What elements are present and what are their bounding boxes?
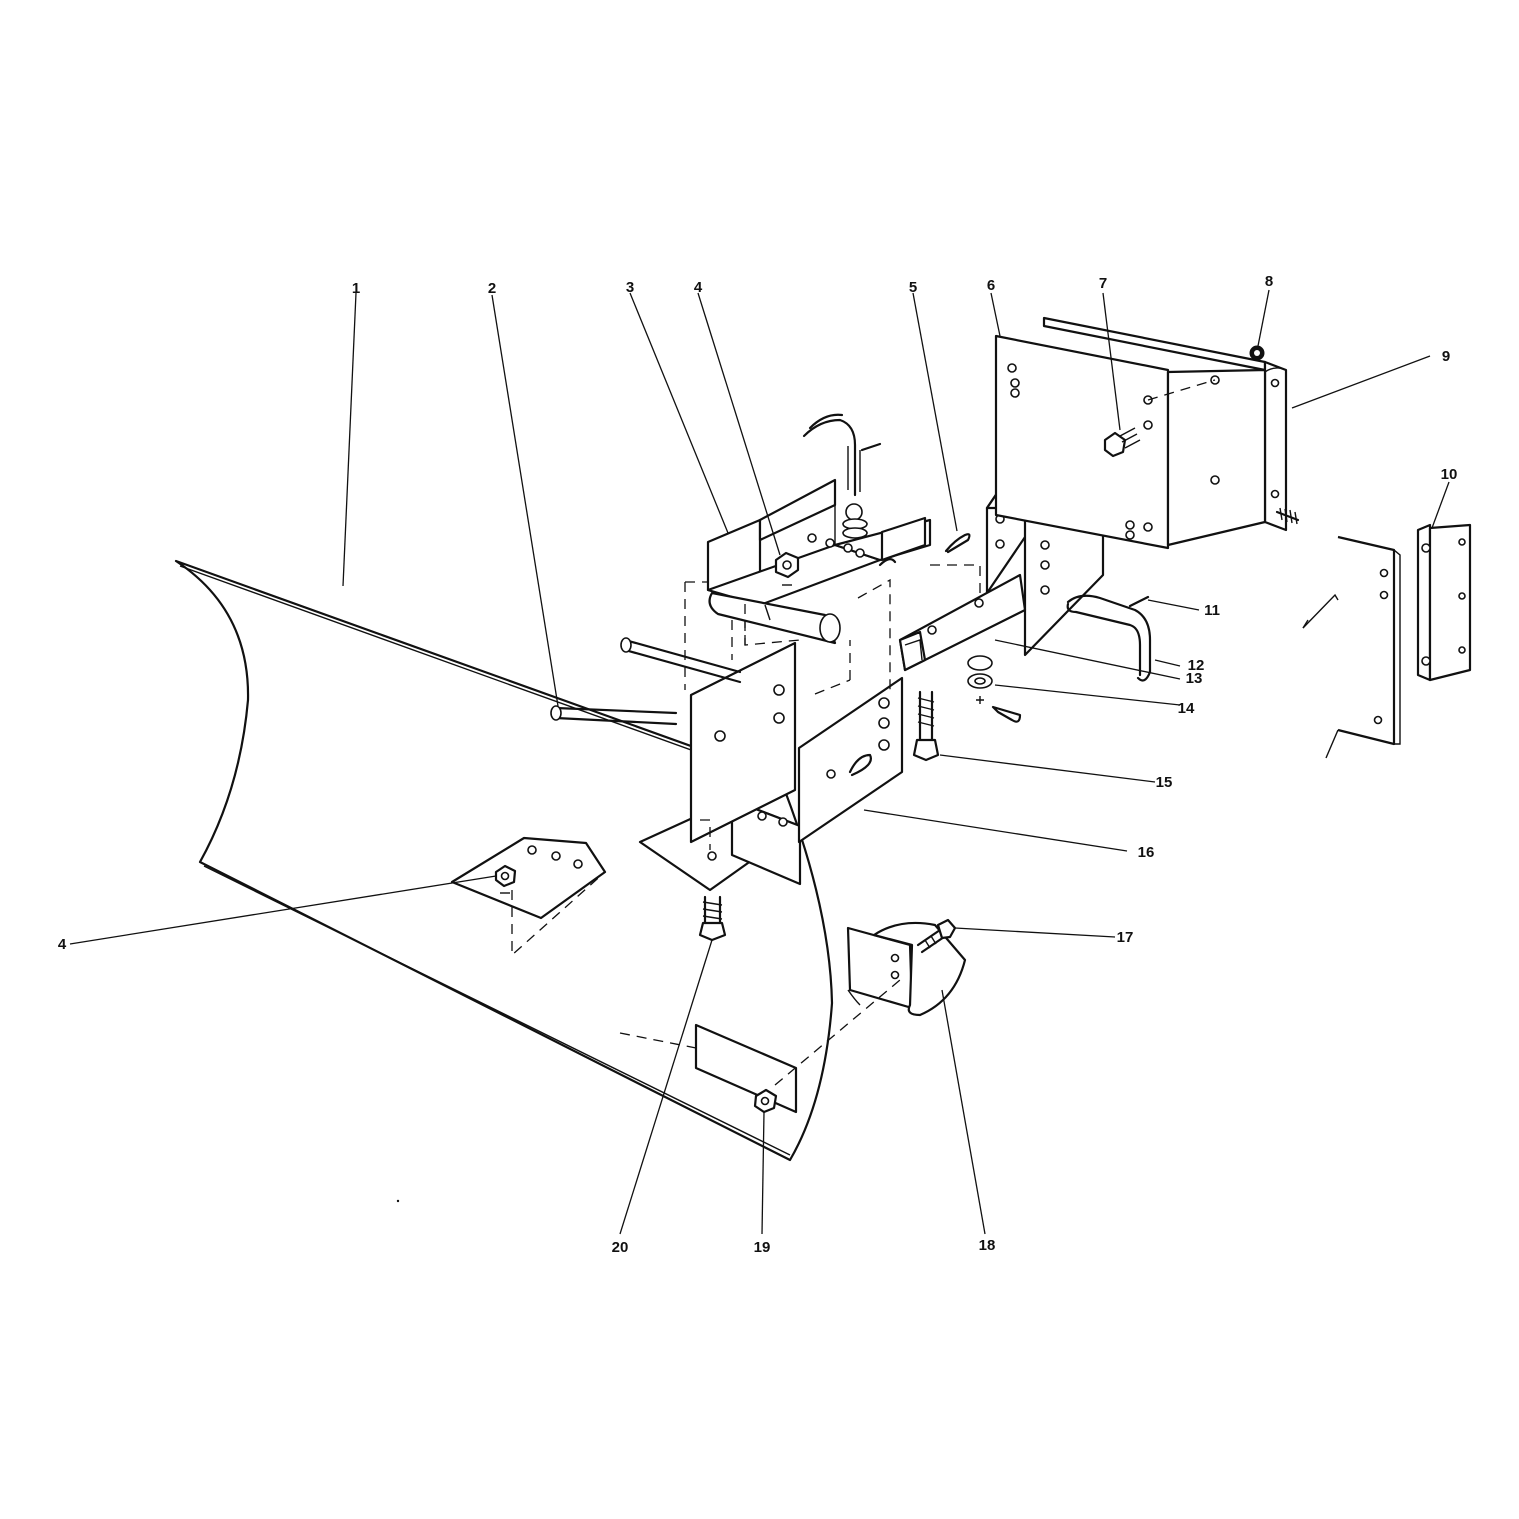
bolt-20 [698,895,727,942]
bolt-17 [916,918,957,954]
l-pin-12 [1066,594,1152,682]
nut-19 [753,979,901,1114]
hairpin-cotter [878,533,971,567]
speck [396,1199,400,1203]
tractor-frame-phantom [1302,535,1401,759]
callout-8: 8 [1265,273,1273,290]
callout-20: 20 [612,1239,629,1256]
nut-8 [1249,345,1265,361]
callout-14: 14 [1178,700,1195,717]
pivot-pins [550,637,742,726]
callout-12: 12 [1188,657,1205,674]
callout-19: 19 [754,1239,771,1256]
side-bracket [1416,523,1472,682]
bolt-7 [1103,427,1141,458]
stud [1275,507,1300,525]
nut-4-lower [494,864,517,894]
callout-4-lower: 4 [58,936,67,953]
channel-bracket [1042,316,1288,547]
blade-mount-plate-left [450,836,607,957]
callout-6: 6 [987,277,995,294]
callout-9: 9 [1442,348,1450,365]
blade-mount-plate-bottom [619,1023,798,1114]
callout-1: 1 [352,280,360,297]
swivel-bracket [706,478,932,646]
callout-11: 11 [1204,602,1220,619]
mount-plate [994,334,1170,550]
bolt-15 [912,690,940,762]
washers [967,655,1022,723]
leader-lines [69,289,1450,1235]
callout-4: 4 [694,279,703,296]
l-pin-upper [802,413,882,539]
callout-3: 3 [626,279,634,296]
callout-18: 18 [979,1237,996,1254]
callout-15: 15 [1156,774,1173,791]
hex-nut-upper [774,551,800,586]
callout-5: 5 [909,279,917,296]
callout-10: 10 [1441,466,1458,483]
callout-16: 16 [1138,844,1155,861]
callout-labels: 1 2 3 4 5 6 7 8 9 10 11 12 13 14 15 16 1… [58,273,1458,1256]
callout-13: 13 [1186,670,1203,687]
cotter-pin-frame [848,753,872,777]
callout-2: 2 [488,280,496,297]
callout-7: 7 [1099,275,1107,292]
callout-17: 17 [1117,929,1134,946]
pivot-frame [638,578,904,892]
